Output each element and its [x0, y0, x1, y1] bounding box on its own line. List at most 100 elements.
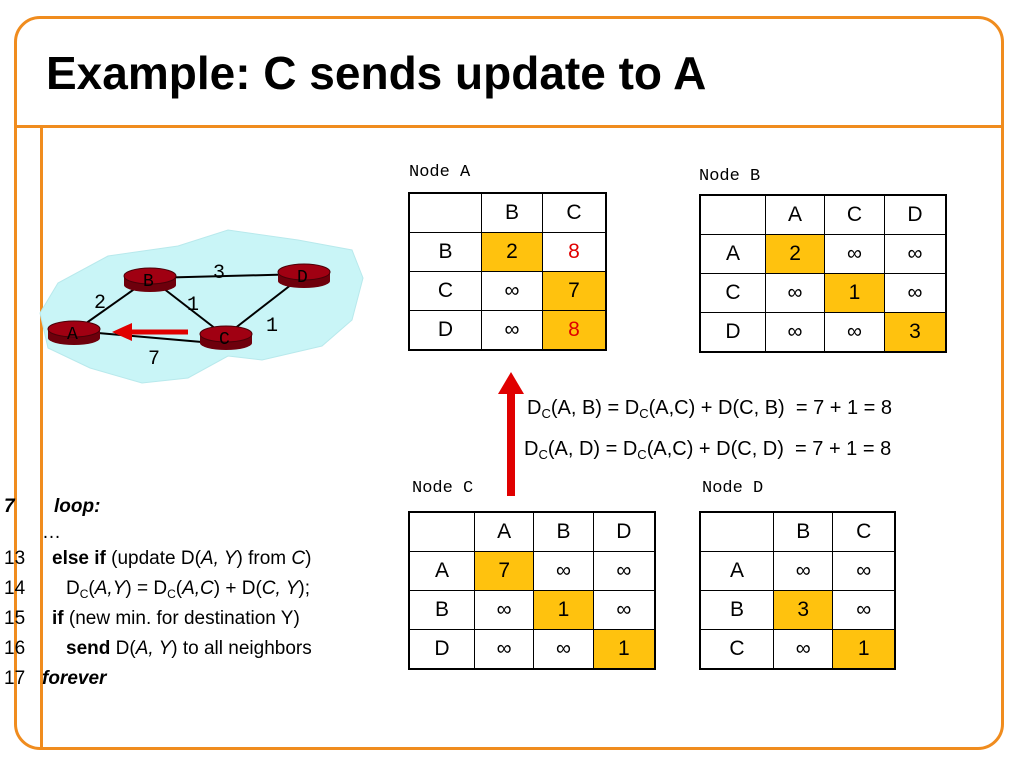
table-cell: ∞	[832, 590, 896, 630]
table-row-header: D	[408, 310, 482, 351]
slide-title: Example: C sends update to A	[46, 47, 707, 99]
svg-text:A: A	[67, 325, 78, 345]
table-col-header: D	[883, 194, 947, 235]
equation-ab: DC(A, B) = DC(A,C) + D(C, B) = 7 + 1 = 8	[527, 397, 893, 421]
table-row: B 3 ∞	[699, 590, 896, 630]
table-corner-cell	[408, 511, 475, 552]
table-cell: ∞	[772, 551, 834, 591]
table-cell: ∞	[883, 273, 947, 313]
table-cell: 1	[533, 590, 594, 630]
node-a-table: B C B 2 8 C ∞ 7 D ∞ 8	[408, 192, 607, 351]
code-line-ellipsis: …	[42, 522, 61, 543]
table-row: D ∞ ∞ 3	[699, 312, 947, 353]
table-corner-cell	[699, 194, 766, 235]
table-row-header: D	[408, 629, 475, 670]
table-col-header: A	[764, 194, 826, 235]
node-d-table: B C A ∞ ∞ B 3 ∞ C ∞ 1	[699, 511, 896, 670]
table-col-header: C	[541, 192, 607, 233]
table-row-header: C	[408, 271, 482, 311]
table-col-header: B	[772, 511, 834, 552]
router-d: D	[277, 263, 331, 288]
table-cell: 2	[764, 234, 826, 274]
table-cell: 1	[832, 629, 896, 670]
node-c-table: A B D A 7 ∞ ∞ B ∞ 1 ∞ D ∞ ∞ 1	[408, 511, 656, 670]
update-up-arrow	[498, 372, 524, 496]
node-a-label: Node A	[409, 163, 471, 182]
table-cell: ∞	[481, 271, 543, 311]
table-cell: ∞	[533, 551, 594, 591]
table-cell: ∞	[592, 590, 656, 630]
table-cell: ∞	[481, 310, 543, 351]
slide-frame	[14, 16, 1004, 750]
table-header-row: B C	[408, 192, 607, 233]
table-row: A 7 ∞ ∞	[408, 551, 656, 591]
table-cell: 1	[824, 273, 885, 313]
table-row-header: A	[699, 234, 766, 274]
link-cost-a-c: 7	[148, 348, 160, 371]
link-cost-b-d: 3	[213, 262, 225, 285]
table-cell: ∞	[473, 590, 535, 630]
table-row: C ∞ 1 ∞	[699, 273, 947, 313]
table-row: B 2 8	[408, 232, 607, 272]
equation-ad: DC(A, D) = DC(A,C) + D(C, D) = 7 + 1 = 8	[524, 438, 892, 462]
router-c: C	[199, 325, 253, 350]
router-a: A	[47, 320, 101, 345]
table-row: A ∞ ∞	[699, 551, 896, 591]
table-cell-updated: 8	[541, 232, 607, 272]
table-row-header: C	[699, 629, 774, 670]
table-col-header: B	[533, 511, 594, 552]
table-cell: ∞	[764, 273, 826, 313]
table-row: C ∞ 7	[408, 271, 607, 311]
table-cell: 3	[883, 312, 947, 353]
table-cell: 2	[481, 232, 543, 272]
table-col-header: A	[473, 511, 535, 552]
table-cell: ∞	[473, 629, 535, 670]
table-row-header: D	[699, 312, 766, 353]
table-cell: 1	[592, 629, 656, 670]
table-cell: ∞	[533, 629, 594, 670]
equation-ad-result: = 7 + 1 = 8	[795, 438, 892, 460]
table-row-header: C	[699, 273, 766, 313]
node-b-label: Node B	[699, 167, 761, 186]
node-d-label: Node D	[702, 479, 764, 498]
svg-text:B: B	[143, 272, 154, 292]
title-divider	[14, 125, 1004, 128]
svg-text:D: D	[297, 268, 308, 288]
table-cell: 7	[541, 271, 607, 311]
table-row-header: A	[408, 551, 475, 591]
table-row: D ∞ ∞ 1	[408, 629, 656, 670]
table-cell: ∞	[764, 312, 826, 353]
update-arrow-c-to-a	[112, 323, 188, 341]
table-corner-cell	[408, 192, 482, 233]
network-diagram: 2 1 3 1 7 B D A C	[39, 229, 364, 384]
table-cell-updated: 8	[541, 310, 607, 351]
table-cell: 3	[772, 590, 834, 630]
table-row: B ∞ 1 ∞	[408, 590, 656, 630]
table-cell: ∞	[883, 234, 947, 274]
router-b: B	[123, 267, 177, 292]
equation-ab-result: = 7 + 1 = 8	[795, 397, 893, 419]
table-col-header: C	[824, 194, 885, 235]
node-c-label: Node C	[412, 479, 474, 498]
table-row: C ∞ 1	[699, 629, 896, 670]
link-cost-b-c: 1	[187, 294, 199, 317]
table-col-header: C	[832, 511, 896, 552]
table-row-header: A	[699, 551, 774, 591]
table-row-header: B	[699, 590, 774, 630]
table-header-row: B C	[699, 511, 896, 552]
table-col-header: D	[592, 511, 656, 552]
left-divider	[40, 125, 43, 750]
table-row: A 2 ∞ ∞	[699, 234, 947, 274]
table-row-header: B	[408, 590, 475, 630]
table-cell: ∞	[592, 551, 656, 591]
link-cost-c-d: 1	[266, 315, 278, 338]
table-cell: 7	[473, 551, 535, 591]
table-cell: ∞	[824, 312, 885, 353]
network-cloud	[39, 229, 364, 384]
